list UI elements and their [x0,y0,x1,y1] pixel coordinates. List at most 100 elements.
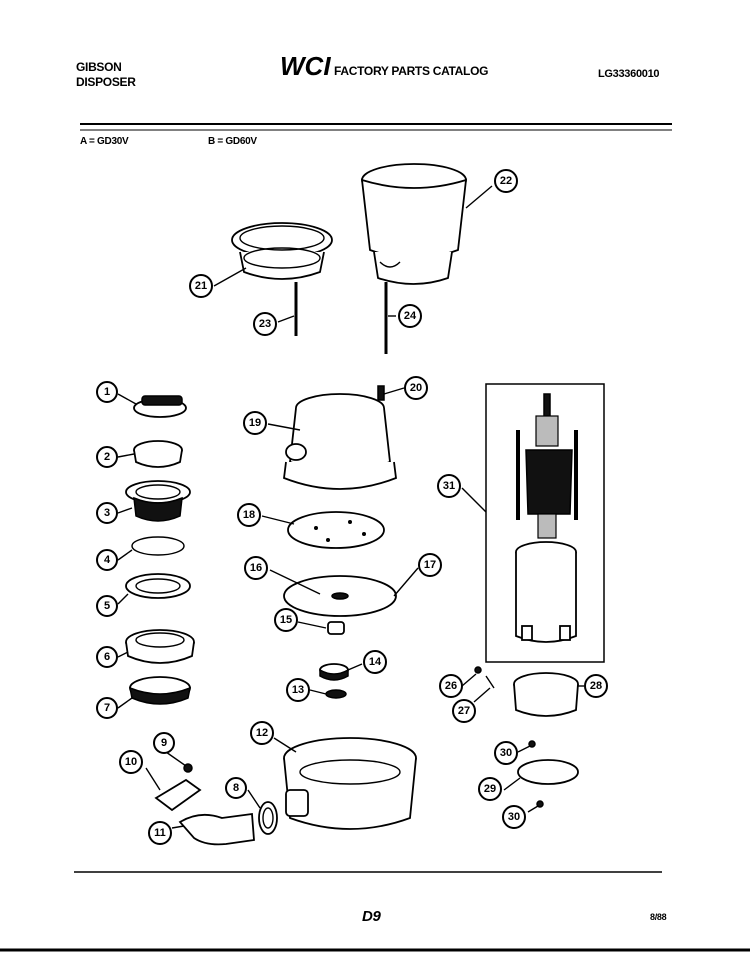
callout-21: 21 [189,274,213,298]
svg-text:15: 15 [280,614,292,626]
part-19-hopper-body [283,393,397,490]
part-26-screw [474,666,482,674]
callout-17: 17 [418,553,442,577]
svg-text:29: 29 [484,783,496,795]
part-31-motor-assembly [485,383,605,663]
part-6-mounting-ring [125,629,195,664]
part-22-hopper [360,163,468,285]
part-21-mounting-ring [231,222,333,280]
svg-text:20: 20 [410,382,422,394]
svg-text:27: 27 [458,705,470,717]
part-14-seal [319,663,349,681]
svg-text:23: 23 [259,318,271,330]
callout-29: 29 [478,777,502,801]
callout-30-top: 30 [494,741,518,765]
part-27-clip [485,675,495,689]
callout-24: 24 [398,304,422,328]
part-28-end-bell [513,672,579,717]
callout-16: 16 [244,556,268,580]
callout-14: 14 [363,650,387,674]
callout-4: 4 [96,549,118,571]
leader-lines [117,185,584,829]
svg-text:21: 21 [195,280,207,292]
svg-text:19: 19 [249,417,261,429]
svg-text:10: 10 [125,756,137,768]
callout-5: 5 [96,595,118,617]
callout-10: 10 [119,750,143,774]
callout-19: 19 [243,411,267,435]
callout-9: 9 [153,732,175,754]
brand-name: GIBSON [76,60,122,74]
callout-2: 2 [96,446,118,468]
callout-31: 31 [437,474,461,498]
date-code: 8/88 [650,912,667,922]
svg-text:16: 16 [250,562,262,574]
page-number: D9 [362,908,381,925]
part-3-sink-flange [125,480,191,522]
callout-23: 23 [253,312,277,336]
document-number: LG33360010 [598,68,660,80]
part-16-gasket [283,575,397,617]
logo-text: WCI [280,52,331,80]
wci-logo: WCI [280,52,331,80]
callout-22: 22 [494,169,518,193]
callout-28: 28 [584,674,608,698]
svg-text:26: 26 [445,680,457,692]
part-12-lower-housing [283,737,417,830]
part-5-backup-ring [125,573,191,599]
svg-text:30: 30 [508,811,520,823]
callout-26: 26 [439,674,463,698]
callout-12: 12 [250,721,274,745]
svg-text:22: 22 [500,175,512,187]
part-1-stopper [133,395,187,418]
part-10-discharge-flange [154,778,202,812]
part-15-nut [327,621,345,635]
svg-text:18: 18 [243,509,255,521]
part-8-discharge-gasket [258,801,278,835]
part-7-snap-ring [128,676,192,705]
callout-11: 11 [148,821,172,845]
svg-text:28: 28 [590,680,602,692]
part-2-splash-guard [133,440,183,468]
callout-13: 13 [286,678,310,702]
part-30-screw-bottom [536,800,544,808]
svg-text:1: 1 [104,386,110,398]
svg-text:8: 8 [233,782,239,794]
callout-6: 6 [96,646,118,668]
svg-text:30: 30 [500,747,512,759]
part-4-gasket [131,536,185,556]
svg-text:24: 24 [404,310,417,322]
svg-text:9: 9 [161,737,167,749]
svg-text:7: 7 [104,702,110,714]
svg-text:6: 6 [104,651,110,663]
part-13-washer [325,689,347,699]
callout-27: 27 [452,699,476,723]
svg-text:31: 31 [443,480,455,492]
callout-15: 15 [274,608,298,632]
callout-8: 8 [225,777,247,799]
svg-text:2: 2 [104,451,110,463]
product-type: DISPOSER [76,75,136,89]
model-a-label: A = GD30V [80,136,129,147]
callout-7: 7 [96,697,118,719]
callout-20: 20 [404,376,428,400]
svg-text:17: 17 [424,559,436,571]
catalog-title: FACTORY PARTS CATALOG [334,64,489,78]
callout-18: 18 [237,503,261,527]
part-18-shredder-plate [287,511,385,549]
part-20-screw [377,385,385,401]
svg-text:5: 5 [104,600,110,612]
svg-text:14: 14 [369,656,382,668]
svg-text:13: 13 [292,684,304,696]
callout-30-bottom: 30 [502,805,526,829]
svg-text:11: 11 [154,827,166,839]
part-29-cover-plate [517,759,579,785]
svg-text:4: 4 [104,554,111,566]
callout-3: 3 [96,502,118,524]
model-b-label: B = GD60V [208,136,257,147]
svg-text:12: 12 [256,727,268,739]
part-11-discharge-elbow [178,812,255,846]
svg-text:3: 3 [104,507,110,519]
